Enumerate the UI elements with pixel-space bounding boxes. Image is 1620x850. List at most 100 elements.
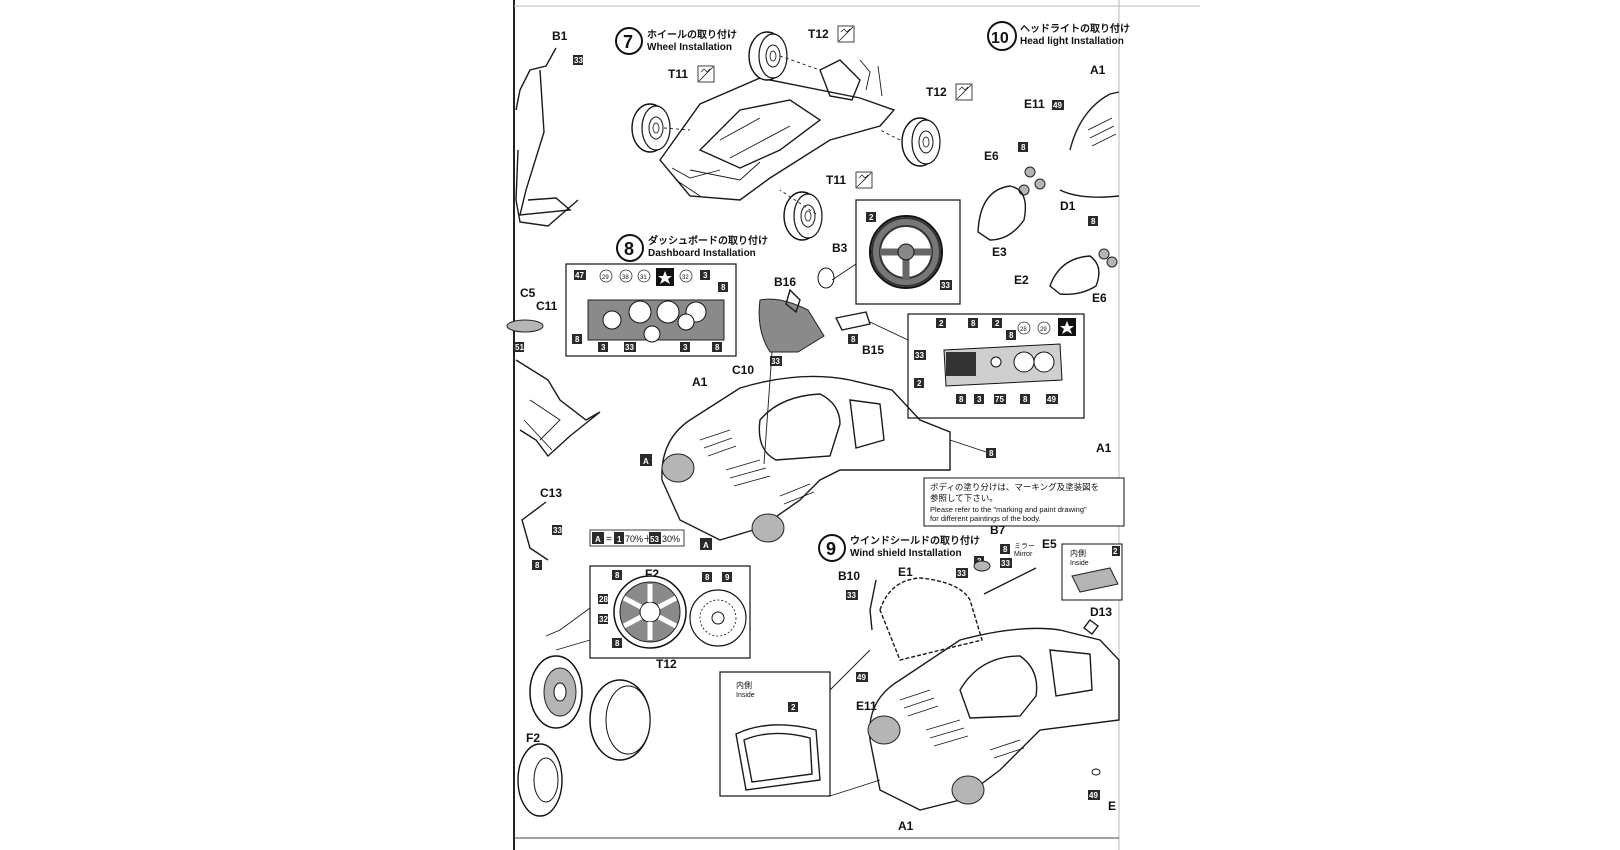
svg-text:8: 8 <box>721 283 726 292</box>
svg-text:2: 2 <box>939 319 944 328</box>
svg-text:8: 8 <box>1023 395 1028 404</box>
step-9-title-jp: ウインドシールドの取り付け <box>850 534 980 547</box>
svg-text:ミラー: ミラー <box>1014 542 1035 550</box>
part-label-c11: C11 <box>536 299 558 313</box>
wheel-front-right <box>783 191 823 241</box>
chassis <box>659 77 896 201</box>
svg-text:8: 8 <box>615 639 620 648</box>
svg-text:T11: T11 <box>668 67 688 81</box>
svg-text:8: 8 <box>624 239 634 259</box>
svg-text:A: A <box>595 535 601 544</box>
svg-text:3: 3 <box>601 343 606 352</box>
svg-text:28: 28 <box>599 595 608 604</box>
svg-text:3: 3 <box>683 343 688 352</box>
svg-text:33: 33 <box>847 591 856 600</box>
part-label-b3: B3 <box>832 241 848 255</box>
svg-text:38: 38 <box>622 275 629 281</box>
svg-text:2: 2 <box>869 213 874 222</box>
svg-text:33: 33 <box>625 343 634 352</box>
svg-text:T11: T11 <box>826 173 846 187</box>
part-label-b16: B16 <box>774 275 796 289</box>
window-frame <box>735 724 821 791</box>
svg-text:49: 49 <box>857 673 866 682</box>
part-label-d13: D13 <box>1090 605 1112 619</box>
frame-part <box>515 359 601 458</box>
svg-text:8: 8 <box>1091 217 1096 226</box>
svg-text:29: 29 <box>1040 327 1047 333</box>
step-7-title-en: Wheel Installation <box>647 42 732 53</box>
svg-text:Please refer to the "marking a: Please refer to the "marking and paint d… <box>930 505 1087 514</box>
svg-text:33: 33 <box>1001 559 1010 568</box>
part-label-t12-left: T12 <box>656 657 677 671</box>
step-9-windshield-installation: 9 ウインドシールドの取り付け Wind shield Installation… <box>719 523 1123 833</box>
svg-text:内側: 内側 <box>736 680 752 690</box>
part-label-c5: C5 <box>520 286 536 300</box>
svg-text:2: 2 <box>917 379 922 388</box>
part-label-b15: B15 <box>862 343 884 357</box>
part-label-c13: C13 <box>540 486 562 500</box>
left-column: B1 33 C5 C11 51 C13 33 8 A = 1 70%＋ 53 3… <box>506 29 751 817</box>
step-9-title-en: Wind shield Installation <box>850 548 962 559</box>
svg-text:内側: 内側 <box>1070 548 1086 558</box>
svg-text:33: 33 <box>915 351 924 360</box>
window-e5 <box>983 567 1037 595</box>
svg-text:33: 33 <box>574 56 583 65</box>
svg-text:49: 49 <box>1053 101 1062 110</box>
wheel-rear-right <box>901 117 941 167</box>
svg-text:28: 28 <box>1020 327 1027 333</box>
svg-text:ボディの塗り分けは、マーキング及塗装図を: ボディの塗り分けは、マーキング及塗装図を <box>930 482 1099 492</box>
svg-text:8: 8 <box>575 335 580 344</box>
step-10-title-jp: ヘッドライトの取り付け <box>1020 22 1130 35</box>
svg-text:33: 33 <box>553 526 562 535</box>
rod-part <box>521 501 549 561</box>
car-body-assembled <box>868 627 1120 811</box>
step-7-wheel-installation: 7 ホイールの取り付け Wheel Installation T12 T11 T… <box>615 25 973 241</box>
part-label-e5: E5 <box>1042 537 1057 551</box>
svg-text:32: 32 <box>682 275 689 281</box>
svg-text:32: 32 <box>599 615 608 624</box>
step-10-title-en: Head light Installation <box>1020 36 1124 47</box>
svg-text:8: 8 <box>851 335 856 344</box>
body-paint-note <box>923 477 1125 527</box>
svg-text:Inside: Inside <box>736 692 755 699</box>
dashboard-c10 <box>758 298 825 353</box>
step-8-dashboard-installation: 8 ダッシュボードの取り付け Dashboard Installation 47… <box>565 199 1125 550</box>
svg-text:33: 33 <box>957 569 966 578</box>
part-label-a1-side: A1 <box>1096 441 1112 455</box>
svg-text:49: 49 <box>1047 395 1056 404</box>
part-label-e1: E1 <box>898 565 913 579</box>
headlight-cover-e2 <box>1049 255 1100 296</box>
svg-text:9: 9 <box>725 573 730 582</box>
part-label-b1: B1 <box>552 29 568 43</box>
svg-text:8: 8 <box>715 343 720 352</box>
step-7-title-jp: ホイールの取り付け <box>647 28 737 41</box>
part-label-e3: E3 <box>992 245 1007 259</box>
svg-text:for different paintings of the: for different paintings of the body. <box>930 514 1041 523</box>
svg-text:Mirror: Mirror <box>1014 551 1033 558</box>
svg-text:E11: E11 <box>1024 97 1045 111</box>
svg-text:47: 47 <box>575 271 584 280</box>
svg-text:T12: T12 <box>808 27 829 41</box>
svg-text:=: = <box>606 534 612 545</box>
svg-text:33: 33 <box>771 357 780 366</box>
svg-text:8: 8 <box>1003 545 1008 554</box>
step-number-9 <box>818 534 846 562</box>
svg-text:8: 8 <box>535 561 540 570</box>
part-label-e6: E6 <box>984 149 999 163</box>
car-body-a1 <box>661 375 951 541</box>
svg-text:30%: 30% <box>662 534 680 544</box>
part-label-b7: B7 <box>990 523 1006 537</box>
step-number-7 <box>615 27 643 55</box>
svg-text:9: 9 <box>826 539 836 559</box>
svg-text:参照して下さい。: 参照して下さい。 <box>930 493 998 503</box>
part-label-d1: D1 <box>1060 199 1076 213</box>
svg-text:10: 10 <box>991 30 1009 47</box>
svg-text:A: A <box>643 457 649 466</box>
svg-text:33: 33 <box>941 281 950 290</box>
part-label-a1-body: A1 <box>692 375 708 389</box>
part-label-c10: C10 <box>732 363 754 377</box>
svg-text:7: 7 <box>623 32 633 52</box>
svg-text:8: 8 <box>705 573 710 582</box>
svg-text:3: 3 <box>703 271 708 280</box>
